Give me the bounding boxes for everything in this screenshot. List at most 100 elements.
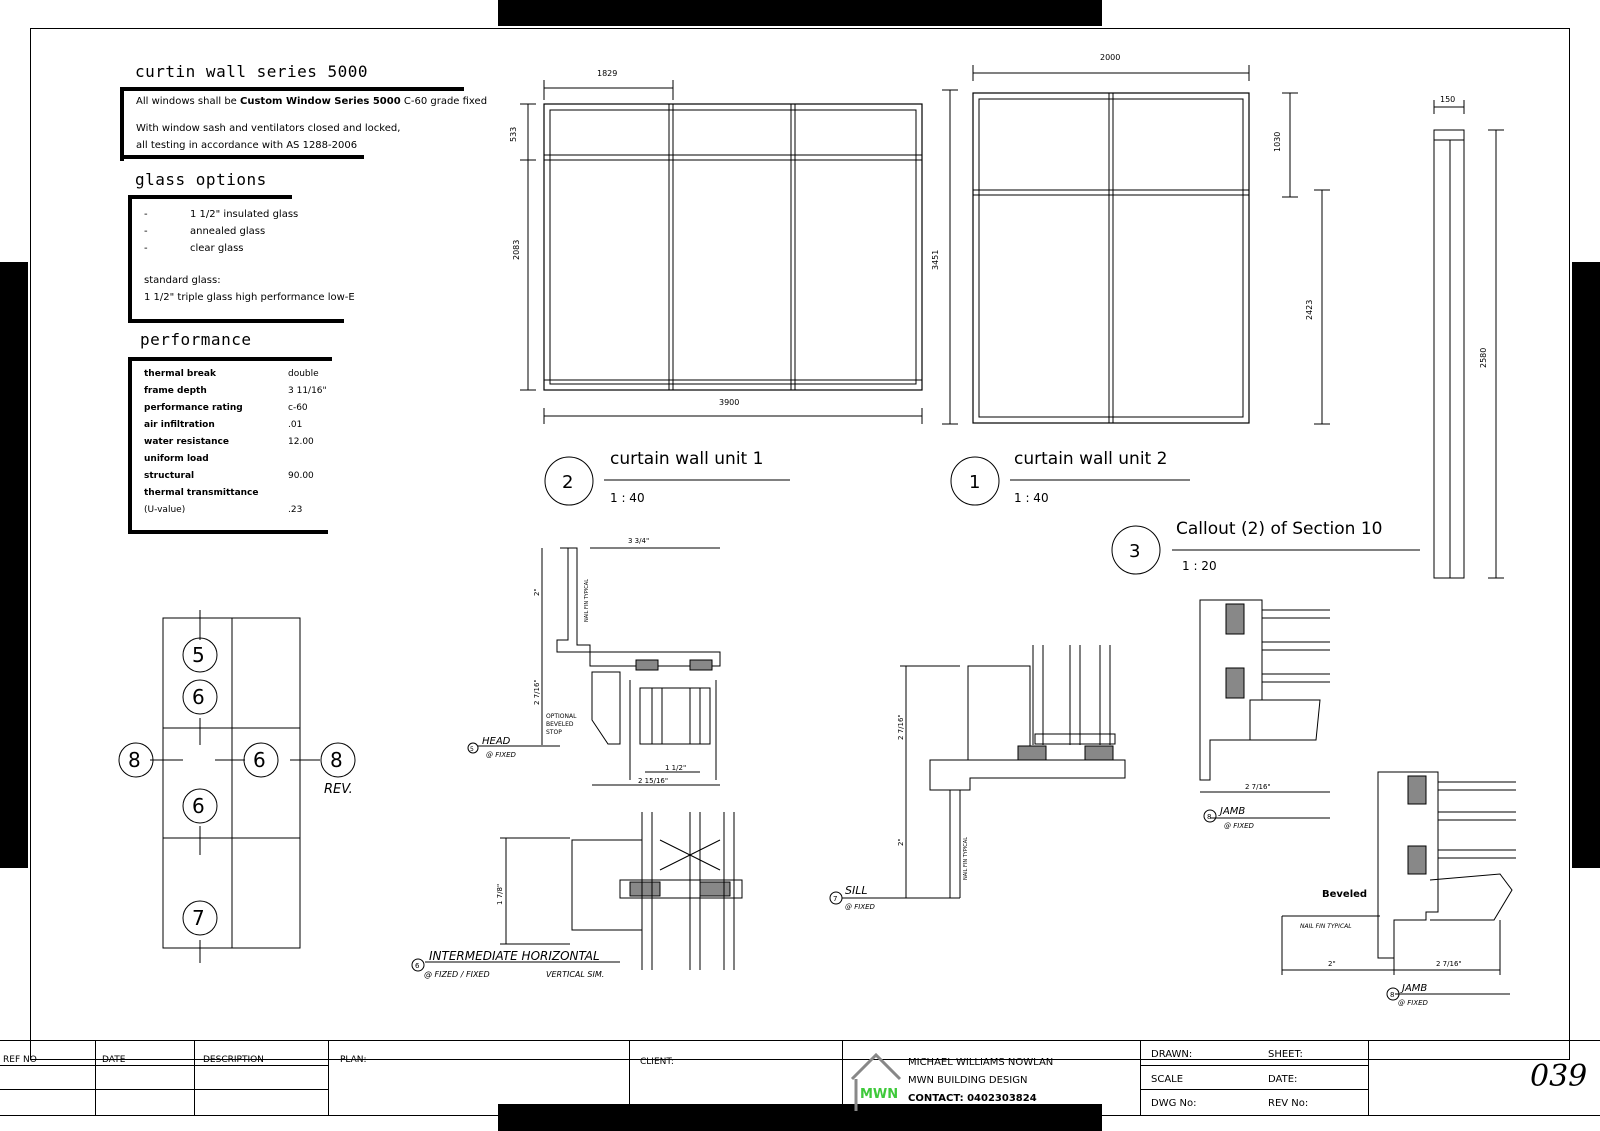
perf-value-1: 3 11/16" xyxy=(288,386,327,396)
company-logo-text: MWN xyxy=(860,1087,899,1102)
head-d4: 1 1/2" xyxy=(665,764,686,772)
perf-label-7: thermal transmittance xyxy=(144,488,259,498)
perf-value-3: .01 xyxy=(288,420,303,430)
key-label-6a: 6 xyxy=(192,685,205,709)
perf-label-2: performance rating xyxy=(144,403,243,413)
unit1-number-bubble xyxy=(544,456,594,506)
glass-panel: - 1 1/2" insulated glass - annealed glas… xyxy=(128,195,355,323)
perf-label-0: thermal break xyxy=(144,369,216,379)
bottom-bar xyxy=(498,1104,1102,1131)
jamb1-d1: 2 7/16" xyxy=(1245,783,1271,791)
jamb1-detail-drawing xyxy=(1199,599,1330,823)
key-label-7: 7 xyxy=(192,906,205,930)
tb-company-design: MWN BUILDING DESIGN xyxy=(908,1075,1028,1086)
glass-dash-2: - xyxy=(144,226,148,237)
perf-label-8: (U-value) xyxy=(144,505,186,515)
head-opt-3: STOP xyxy=(546,729,562,736)
perf-value-8: .23 xyxy=(288,505,303,515)
jamb1-label: JAMB xyxy=(1218,806,1245,817)
sill-d2: 2" xyxy=(897,838,905,846)
tb-plan-label: PLAN: xyxy=(340,1055,367,1065)
glass-option-2: annealed glass xyxy=(190,226,266,237)
head-label: HEAD xyxy=(482,736,511,747)
unit1-scale: 1 : 40 xyxy=(610,491,645,505)
glass-standard-label: standard glass: xyxy=(144,275,221,286)
sill-d1: 2 7/16" xyxy=(897,714,905,740)
inter-num: 6 xyxy=(415,962,420,970)
top-bar xyxy=(498,0,1102,26)
perf-value-0: double xyxy=(288,369,319,379)
sill-detail-drawing xyxy=(829,645,1126,905)
perf-label-6: structural xyxy=(144,471,195,481)
head-nail: NAIL FIN TYPICAL xyxy=(584,579,590,622)
right-bar xyxy=(1572,262,1600,868)
unit2-dim-top: 2000 xyxy=(1100,53,1120,62)
tb-dwg-label: DWG No: xyxy=(1151,1098,1197,1109)
key-plan xyxy=(118,610,356,963)
tb-sheet-label: SHEET: xyxy=(1268,1049,1303,1060)
unit1-dim-bottom: 3900 xyxy=(719,398,739,407)
left-bar xyxy=(0,262,28,868)
glass-standard-value: 1 1/2" triple glass high performance low… xyxy=(144,292,355,303)
head-opt-1: OPTIONAL xyxy=(546,713,577,720)
spec-line2: With window sash and ventilators closed … xyxy=(136,123,401,134)
perf-value-2: c-60 xyxy=(288,403,308,413)
jamb2-d2: 2 7/16" xyxy=(1436,960,1462,968)
sill-nail: NAIL FIN TYPICAL xyxy=(963,837,969,880)
tb-contact: CONTACT: 0402303824 xyxy=(908,1093,1037,1104)
jamb2-nail: NAIL FIN TYPICAL xyxy=(1300,923,1352,930)
intermediate-detail-drawing xyxy=(411,812,743,972)
perf-label-5: uniform load xyxy=(144,454,209,464)
tb-scale-label: SCALE xyxy=(1151,1074,1184,1085)
drawing-sheet xyxy=(30,28,1570,1060)
key-label-8a: 8 xyxy=(128,748,141,772)
tb-date-label: DATE xyxy=(102,1055,126,1065)
sill-label: SILL xyxy=(845,884,867,897)
sill-sub: @ FIXED xyxy=(845,903,876,911)
spec-heading: curtin wall series 5000 xyxy=(135,62,369,81)
head-detail-drawing xyxy=(467,547,721,786)
perf-label-1: frame depth xyxy=(144,386,207,396)
curtain-wall-unit-2-elevation xyxy=(972,65,1330,425)
key-rev: REV. xyxy=(324,782,353,797)
inter-d1: 1 7/8" xyxy=(496,884,504,905)
key-label-8b: 8 xyxy=(330,748,343,772)
perf-value-6: 90.00 xyxy=(288,471,314,481)
jamb2-sub: @ FIXED xyxy=(1398,999,1429,1007)
jamb1-sub: @ FIXED xyxy=(1224,822,1255,830)
key-label-6b: 6 xyxy=(253,748,266,772)
tb-date2-label: DATE: xyxy=(1268,1074,1298,1085)
performance-heading: performance xyxy=(140,330,252,349)
tb-company-name: MICHAEL WILLIAMS NOWLAN xyxy=(908,1057,1054,1068)
unit2-number-bubble xyxy=(950,456,1000,506)
inter-label: INTERMEDIATE HORIZONTAL xyxy=(429,949,600,963)
head-sub: @ FIXED xyxy=(486,751,517,759)
tb-description-label: DESCRIPTION xyxy=(203,1055,264,1065)
head-d3: 2 7/16" xyxy=(533,679,541,705)
inter-sub2: VERTICAL SIM. xyxy=(546,970,604,979)
unit2-number: 1 xyxy=(969,472,980,493)
callout-dim-top: 150 xyxy=(1440,95,1455,104)
callout-dim-side: 2580 xyxy=(1479,348,1488,368)
callout-number: 3 xyxy=(1129,541,1140,562)
callout-section-drawing xyxy=(1433,100,1504,579)
unit2-title: curtain wall unit 2 xyxy=(1014,449,1167,469)
glass-option-3: clear glass xyxy=(190,243,244,254)
inter-sub: @ FIZED / FIXED xyxy=(424,970,490,979)
glass-option-1: 1 1/2" insulated glass xyxy=(190,209,299,220)
spec-line3: all testing in accordance with AS 1288-2… xyxy=(136,140,358,151)
jamb2-detail-drawing xyxy=(1281,771,1516,1001)
key-label-6c: 6 xyxy=(192,794,205,818)
glass-heading: glass options xyxy=(135,170,267,189)
callout-number-bubble xyxy=(1111,525,1161,575)
glass-dash-3: - xyxy=(144,243,148,254)
glass-dash-1: - xyxy=(144,209,148,220)
unit2-dim-r2: 2423 xyxy=(1305,300,1314,320)
performance-panel: thermal break double frame depth 3 11/16… xyxy=(128,357,332,534)
key-label-5: 5 xyxy=(192,643,205,667)
unit2-scale: 1 : 40 xyxy=(1014,491,1049,505)
curtain-wall-unit-1-elevation xyxy=(520,80,958,425)
jamb2-beveled: Beveled xyxy=(1322,889,1367,900)
callout-title: Callout (2) of Section 10 xyxy=(1176,519,1382,539)
perf-label-4: water resistance xyxy=(144,437,229,447)
